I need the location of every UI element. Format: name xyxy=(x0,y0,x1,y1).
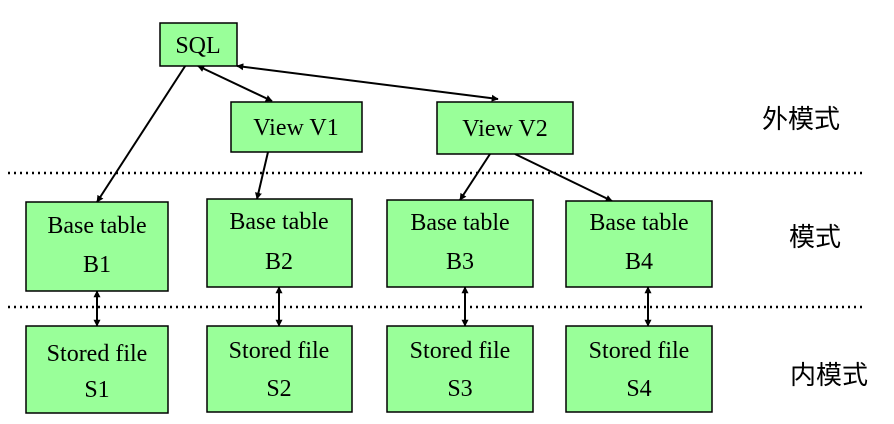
stored-file-s4-line2: S4 xyxy=(626,376,651,402)
sql-label: SQL xyxy=(175,33,220,59)
stored-file-s3-line2: S3 xyxy=(447,376,472,402)
view-v1-node: View V1 xyxy=(230,101,363,153)
external-schema-label: 外模式 xyxy=(762,105,840,135)
base-table-b3-line2: B3 xyxy=(446,249,474,275)
edge-v1-b2 xyxy=(255,151,269,200)
edge-v2-b4 xyxy=(514,153,613,202)
base-table-b2-line1: Base table xyxy=(229,209,328,235)
stored-file-s1-node: Stored file S1 xyxy=(25,325,169,414)
edge-v2-b3 xyxy=(459,153,491,201)
stored-file-s2-node: Stored file S2 xyxy=(206,325,353,413)
base-table-b4-line2: B4 xyxy=(625,249,653,275)
stored-file-s1-line1: Stored file xyxy=(47,341,148,367)
stored-file-s2-line1: Stored file xyxy=(229,338,330,364)
base-table-b3-node: Base table B3 xyxy=(386,199,534,288)
stored-file-s3-node: Stored file S3 xyxy=(386,325,534,413)
base-table-b2-node: Base table B2 xyxy=(206,198,353,288)
internal-schema-label: 内模式 xyxy=(790,361,868,391)
base-table-b1-node: Base table B1 xyxy=(25,201,169,292)
sql-node: SQL xyxy=(159,22,238,67)
stored-file-s4-node: Stored file S4 xyxy=(565,325,713,413)
base-table-b1-line2: B1 xyxy=(83,252,111,278)
base-table-b1-line1: Base table xyxy=(47,213,146,239)
edge-sql-v1 xyxy=(197,65,273,102)
view-v2-label: View V2 xyxy=(462,116,547,142)
stored-file-s2-line2: S2 xyxy=(266,376,291,402)
stored-file-s3-line1: Stored file xyxy=(410,338,511,364)
base-table-b2-line2: B2 xyxy=(265,249,293,275)
base-table-b4-line1: Base table xyxy=(589,210,688,236)
view-v2-node: View V2 xyxy=(436,101,574,155)
view-v1-label: View V1 xyxy=(253,115,338,141)
stored-file-s4-line1: Stored file xyxy=(589,338,690,364)
stored-file-s1-line2: S1 xyxy=(84,377,109,403)
base-table-b3-line1: Base table xyxy=(410,210,509,236)
base-table-b4-node: Base table B4 xyxy=(565,200,713,288)
edge-sql-v2 xyxy=(236,63,499,102)
edge-sql-b1 xyxy=(96,56,192,203)
schema-label: 模式 xyxy=(789,223,841,253)
